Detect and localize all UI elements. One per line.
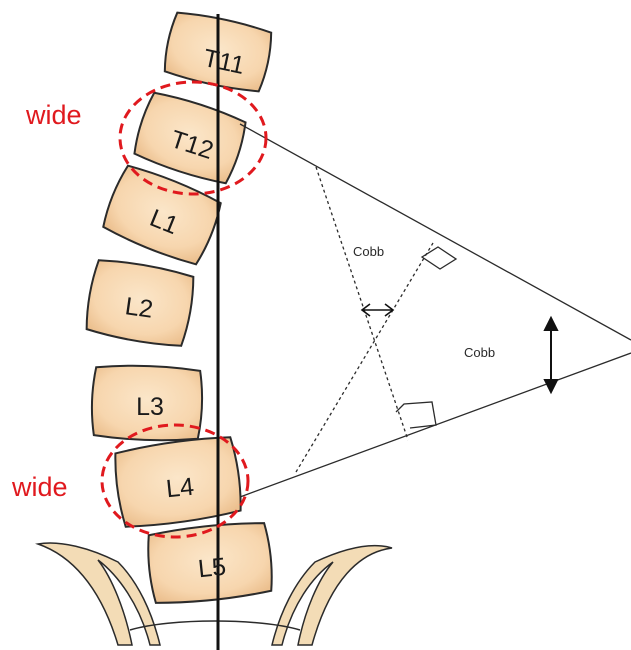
wide-highlight-lower [100,423,250,539]
vertebra-label-l4: L4 [165,473,196,504]
vertebra-label-l5: L5 [197,553,228,584]
pelvis [35,542,393,646]
wide-label-lower: wide [11,472,68,502]
upper-perpendicular [315,166,409,441]
vertebra-l1 [102,164,222,266]
cobb-construction [239,123,631,498]
vertebra-label-l3: L3 [136,393,164,421]
right-angle-marker-lower [395,401,437,429]
upper-endplate-line [239,123,631,341]
wide-label-upper: wide [25,100,82,130]
vertebra-l4 [114,436,242,528]
vertebra-l2 [85,259,195,347]
cobb-label-inner: Cobb [353,244,384,259]
wide-highlight-upper [118,80,268,196]
cobb-arrow-inner [360,303,395,317]
vertebra-label-l2: L2 [123,292,154,324]
lower-perpendicular [295,242,434,473]
cobb-arrow-outer [543,315,559,395]
right-angle-marker-upper [420,246,458,270]
cobb-label-outer: Cobb [464,345,495,360]
